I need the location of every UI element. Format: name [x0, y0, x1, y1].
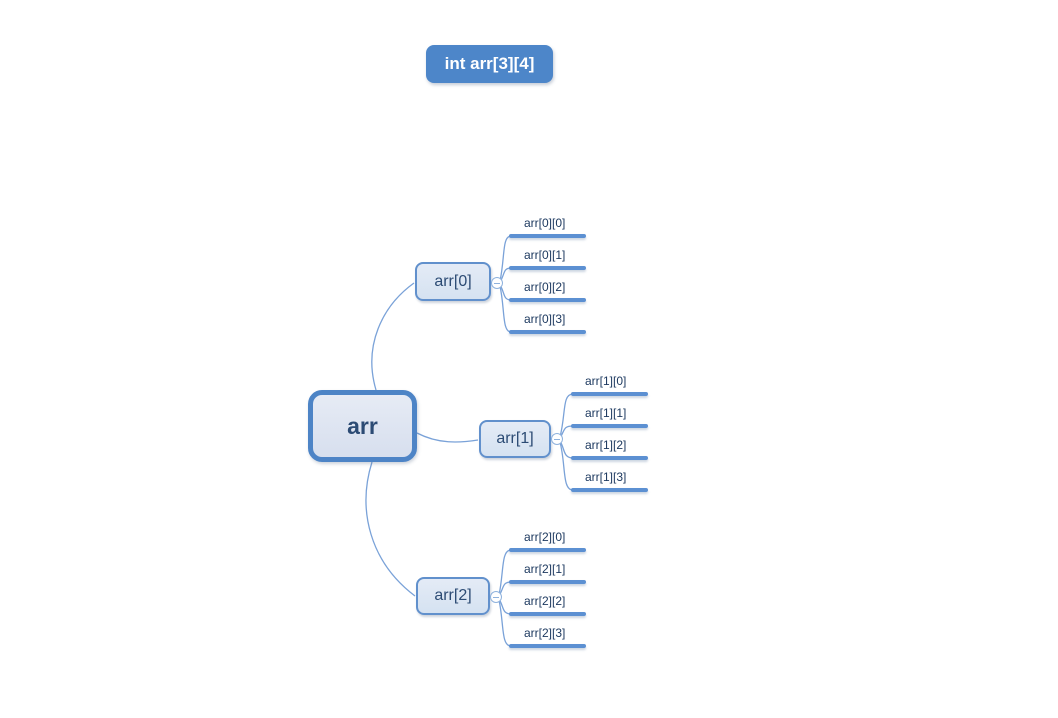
connector-root-arr1	[416, 432, 479, 443]
connector-arr2-leaf3	[498, 599, 512, 647]
floating-topic-label: int arr[3][4]	[444, 54, 535, 73]
leaf-topic-arr2-0[interactable]: arr[2][0]	[524, 530, 566, 544]
branch-topic-label: arr[2]	[434, 587, 472, 604]
minus-icon	[493, 596, 499, 598]
leaf-underline	[571, 424, 648, 428]
leaf-topic-arr2-3[interactable]: arr[2][3]	[524, 626, 566, 640]
leaf-topic-arr1-0[interactable]: arr[1][0]	[585, 374, 627, 388]
leaf-topic-arr0-2[interactable]: arr[0][2]	[524, 280, 566, 294]
leaf-underline	[571, 456, 648, 460]
connector-arr2-leaf0	[498, 549, 512, 596]
leaf-underline	[509, 330, 586, 334]
leaf-underline	[509, 644, 586, 648]
leaf-underline	[509, 266, 586, 270]
collapse-toggle-arr0[interactable]	[491, 277, 503, 289]
leaf-topic-arr2-2[interactable]: arr[2][2]	[524, 594, 566, 608]
floating-topic[interactable]: int arr[3][4]	[426, 45, 553, 83]
minus-icon	[494, 282, 500, 284]
branch-topic-arr2[interactable]: arr[2]	[416, 577, 490, 615]
root-topic[interactable]: arr	[308, 390, 417, 462]
leaf-underline	[571, 392, 648, 396]
branch-topic-arr1[interactable]: arr[1]	[479, 420, 551, 458]
root-topic-label: arr	[347, 412, 378, 439]
connector-root-arr0	[371, 282, 415, 391]
connector-arr0-leaf0	[499, 235, 512, 282]
leaf-underline	[509, 612, 586, 616]
leaf-topic-arr0-3[interactable]: arr[0][3]	[524, 312, 566, 326]
collapse-toggle-arr2[interactable]	[490, 591, 502, 603]
connector-arr0-leaf3	[499, 285, 512, 333]
leaf-topic-arr0-1[interactable]: arr[0][1]	[524, 248, 566, 262]
leaf-topic-arr0-0[interactable]: arr[0][0]	[524, 216, 566, 230]
leaf-underline	[509, 234, 586, 238]
collapse-toggle-arr1[interactable]	[551, 433, 563, 445]
branch-topic-label: arr[0]	[434, 272, 472, 290]
leaf-underline	[509, 548, 586, 552]
minus-icon	[554, 438, 560, 440]
connector-arr1-leaf0	[559, 393, 574, 438]
leaf-topic-arr1-1[interactable]: arr[1][1]	[585, 406, 627, 420]
leaf-topic-arr1-2[interactable]: arr[1][2]	[585, 438, 627, 452]
leaf-underline	[509, 580, 586, 584]
leaf-topic-arr1-3[interactable]: arr[1][3]	[585, 470, 627, 484]
branch-topic-label: arr[1]	[496, 430, 534, 447]
branch-topic-arr0[interactable]: arr[0]	[415, 262, 491, 301]
connector-arr1-leaf3	[559, 441, 574, 491]
leaf-topic-arr2-1[interactable]: arr[2][1]	[524, 562, 566, 576]
leaf-underline	[509, 298, 586, 302]
connector-root-arr2	[365, 461, 416, 597]
leaf-underline	[571, 488, 648, 492]
